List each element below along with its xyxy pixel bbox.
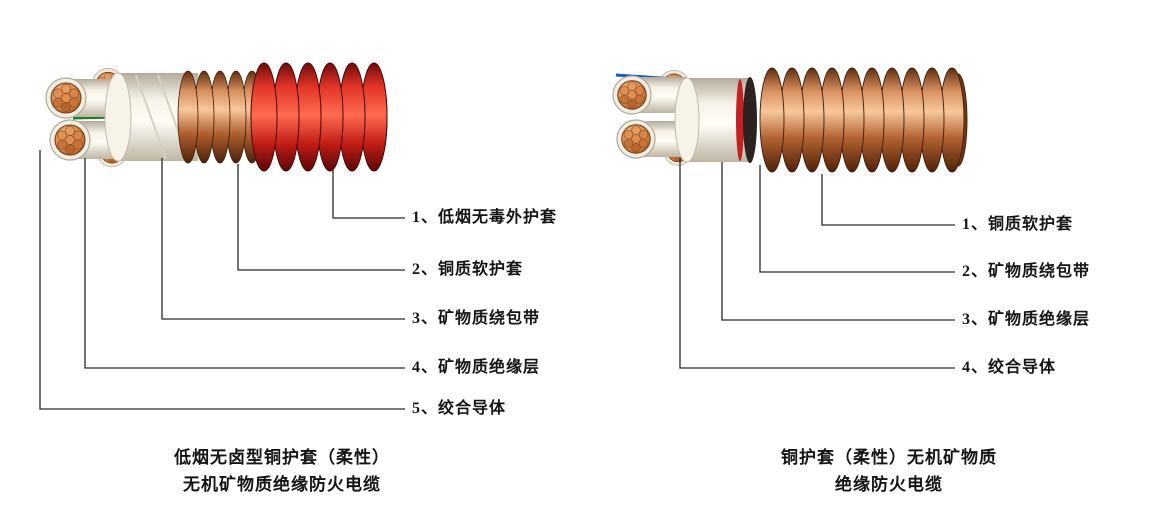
left-label-1: 1、低烟无毒外护套 <box>412 209 558 226</box>
right-label-1: 1、铜质软护套 <box>962 216 1074 233</box>
right-cable-illustration <box>612 67 968 173</box>
left-caption-line-2: 无机矿物质绝缘防火电缆 <box>183 475 381 494</box>
right-cable-caption: 铜护套（柔性）无机矿物质 绝缘防火电缆 <box>729 444 1049 498</box>
red-sheath-corrugation <box>250 62 388 172</box>
conductor-end-bottom <box>616 119 656 159</box>
tape-end <box>674 77 700 163</box>
conductor-end-bottom <box>49 119 91 161</box>
left-caption-line-1: 低烟无卤型铜护套（柔性） <box>174 448 390 467</box>
left-label-4: 4、矿物质绝缘层 <box>412 359 541 376</box>
left-cable-illustration <box>45 62 388 172</box>
conductor-end-top <box>45 77 87 119</box>
tape-seam <box>135 74 167 160</box>
conductor-end-top <box>612 75 652 115</box>
dark-gap-ring <box>743 77 757 163</box>
right-label-4: 4、绞合导体 <box>962 359 1057 376</box>
red-marker-ring <box>736 79 744 161</box>
copper-corrugation <box>759 67 968 173</box>
right-label-3: 3、矿物质绝缘层 <box>962 311 1091 328</box>
right-caption-line-1: 铜护套（柔性）无机矿物质 <box>781 448 997 467</box>
left-label-3: 3、矿物质绕包带 <box>412 310 541 327</box>
right-label-2: 2、矿物质绕包带 <box>962 263 1091 280</box>
left-label-2: 2、铜质软护套 <box>412 261 524 278</box>
left-cable-caption: 低烟无卤型铜护套（柔性） 无机矿物质绝缘防火电缆 <box>110 444 454 498</box>
left-label-5: 5、绞合导体 <box>412 400 507 417</box>
copper-corrugation <box>177 70 263 164</box>
tape-end <box>104 72 132 162</box>
right-caption-line-2: 绝缘防火电缆 <box>835 475 943 494</box>
